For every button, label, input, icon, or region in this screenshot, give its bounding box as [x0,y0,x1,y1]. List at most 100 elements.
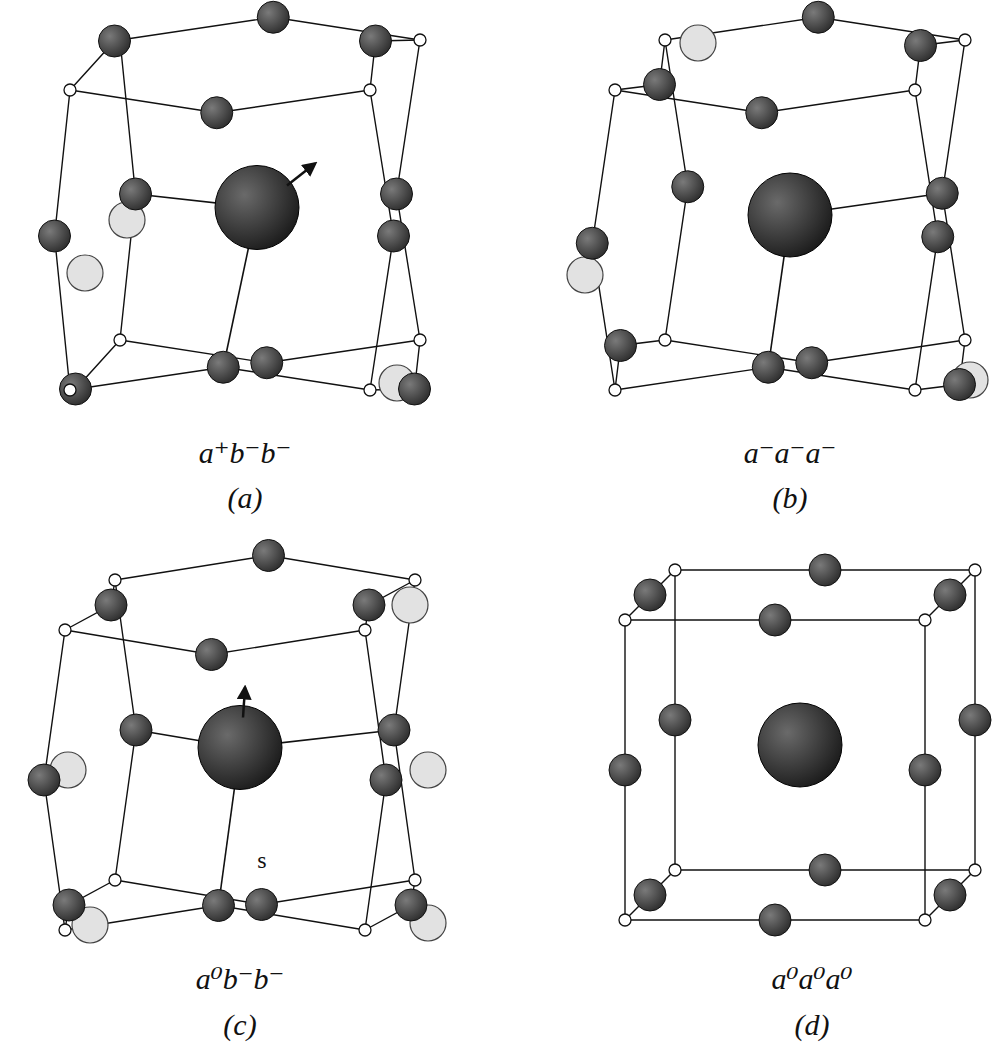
oxygen-atom [752,351,784,383]
b-site-atom [619,914,631,926]
oxygen-atom [378,220,410,252]
oxygen-atom [644,69,676,101]
b-site-atom [414,34,426,46]
b-site-atom [359,624,371,636]
oxygen-atom [360,25,392,57]
panel-letter: (a) [228,481,263,514]
tilt-notation: a⁻a⁻a⁻ [744,436,837,469]
b-site-atom [364,384,376,396]
a-site-atom [215,166,299,250]
displacement-arrow [243,688,245,718]
cell-frame-line [925,570,975,620]
b-site-atom [669,564,681,576]
displacement-arrow [287,164,315,186]
oxygen-atom [809,554,841,586]
oxygen-atom [251,347,283,379]
perovskite-cell [567,1,988,400]
oxygen-atom [207,351,239,383]
oxygen-atom [905,30,937,62]
a-site-atom [758,703,842,787]
oxygen-atom [395,889,427,921]
oxygen-atom [605,330,637,362]
neighbour-a-atom [410,752,446,788]
perovskite-cell [39,1,431,405]
oxygen-atom [60,373,92,405]
b-site-atom [959,334,971,346]
oxygen-atom [257,1,289,33]
b-site-atom [114,334,126,346]
oxygen-atom [39,220,71,252]
b-site-atom [909,84,921,96]
oxygen-atom [28,764,60,796]
b-site-atom [109,574,121,586]
a-site-atom [198,706,282,790]
oxygen-atom [203,890,235,922]
neighbour-a-atom [680,25,716,61]
cell-frame-line [925,870,975,920]
b-site-atom [659,34,671,46]
oxygen-atom [53,889,85,921]
b-site-atom [109,874,121,886]
b-site-atom [409,574,421,586]
tilt-notation: a⁺b⁻b⁻ [199,436,292,469]
panel-letter: (d) [795,1008,830,1041]
neighbour-a-atom [567,257,603,293]
oxygen-atom [196,639,228,671]
oxygen-atom [934,879,966,911]
b-site-atom [364,84,376,96]
b-site-atom [59,624,71,636]
cell-frame-line [625,870,675,920]
neighbour-a-atom [67,255,103,291]
oxygen-atom [246,889,278,921]
b-site-atom [969,864,981,876]
oxygen-atom [378,714,410,746]
b-site-atom [909,384,921,396]
oxygen-atom [796,347,828,379]
oxygen-atom [95,589,127,621]
oxygen-atom [659,704,691,736]
cell-frame-line [625,570,675,620]
b-site-atom [359,924,371,936]
oxygen-atom [381,178,413,210]
b-site-atom [659,334,671,346]
b-site-atom [609,84,621,96]
oxygen-atom [253,540,285,572]
oxygen-atom [634,879,666,911]
neighbour-a-atom [392,587,428,623]
oxygen-atom [576,227,608,259]
perovskite-cell [28,540,446,944]
oxygen-atom [944,369,976,401]
oxygen-atom [672,171,704,203]
b-site-atom [919,614,931,626]
oxygen-atom [759,604,791,636]
b-site-atom [609,384,621,396]
perovskite-cell [609,554,991,936]
oxygen-atom [909,754,941,786]
oxygen-atom [926,177,958,209]
oxygen-atom [959,704,991,736]
b-site-atom [409,874,421,886]
oxygen-atom [634,579,666,611]
bond-label: s [255,847,268,873]
oxygen-atom [399,373,431,405]
b-site-atom [919,914,931,926]
b-site-atom [414,334,426,346]
oxygen-atom [201,97,233,129]
tilt-notation: a⁰a⁰a⁰ [771,962,852,995]
oxygen-atom [746,97,778,129]
b-site-atom [669,864,681,876]
b-site-atom [64,384,76,396]
oxygen-atom [809,854,841,886]
oxygen-atom [120,178,152,210]
b-site-atom [959,34,971,46]
oxygen-atom [609,754,641,786]
oxygen-atom [802,1,834,33]
b-site-atom [619,614,631,626]
oxygen-atom [934,579,966,611]
oxygen-atom [370,764,402,796]
b-site-atom [969,564,981,576]
oxygen-atom [99,25,131,57]
oxygen-atom [120,714,152,746]
panel-letter: (c) [223,1008,256,1041]
